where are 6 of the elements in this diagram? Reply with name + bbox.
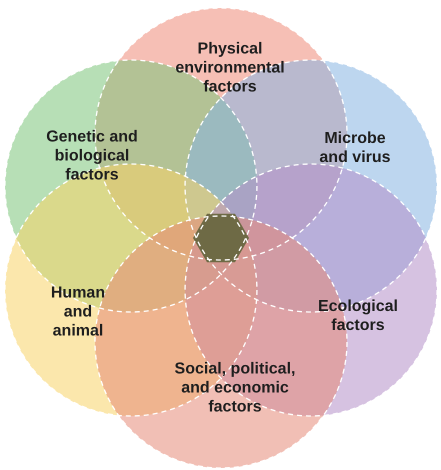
circle-label: Human and animal <box>50 284 106 340</box>
circle-label: Microbe and virus <box>318 129 392 167</box>
circle-label: Social, political, and economic factors <box>174 360 296 416</box>
circle-label: Ecological factors <box>316 297 399 335</box>
circle-label: Physical environmental factors <box>174 40 286 96</box>
circle-label: Genetic and biological factors <box>45 128 139 184</box>
